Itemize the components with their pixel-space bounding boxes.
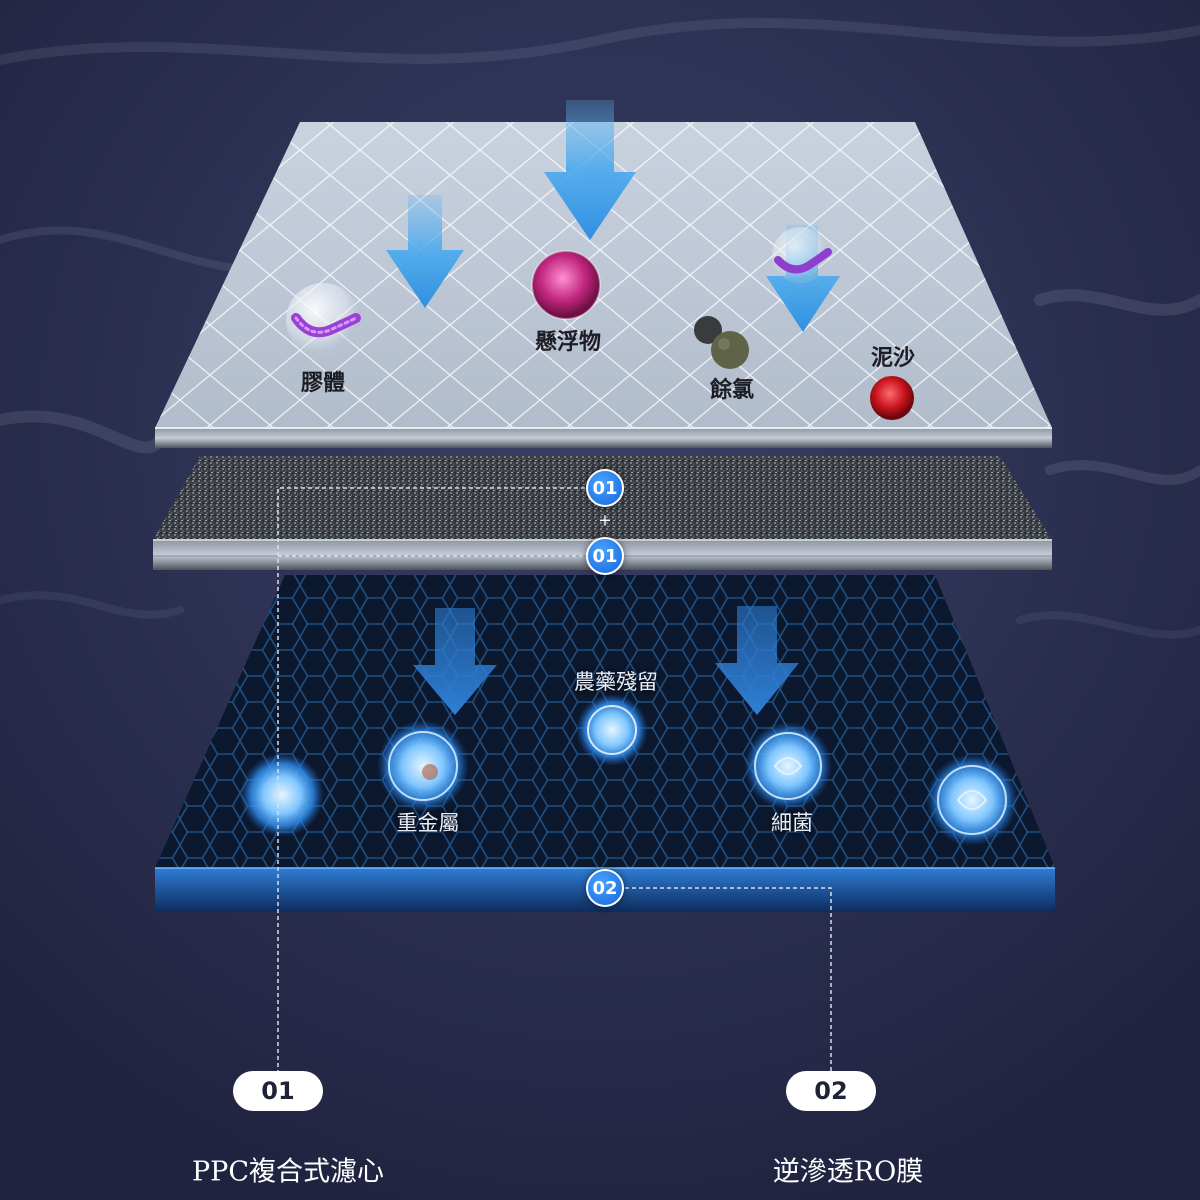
- colloid-worm-icon: [286, 283, 361, 357]
- smoke-wisps: [0, 18, 1200, 639]
- label-suspended-solids: 懸浮物: [534, 329, 602, 355]
- flow-arrows-bottom: [413, 606, 799, 715]
- legend-caption-ppc-filter: PPC複合式濾心: [192, 1156, 384, 1188]
- glowing-particles: [240, 694, 1018, 846]
- legend-number-02: 02: [786, 1071, 876, 1111]
- connector-line-01: [277, 487, 585, 1072]
- label-bacteria: 細菌: [771, 811, 813, 835]
- down-arrow-icon: [544, 100, 636, 240]
- down-arrow-icon: [413, 608, 497, 715]
- colloid-worm-small-icon: [772, 227, 832, 283]
- legend-number-01: 01: [233, 1071, 323, 1111]
- label-pesticide-residue: 農藥殘留: [574, 670, 658, 694]
- label-residual-chlorine: 餘氯: [709, 377, 755, 403]
- label-silt: 泥沙: [870, 345, 916, 371]
- legend-caption-ro-membrane: 逆滲透RO膜: [772, 1156, 924, 1188]
- layer-badge-02: 02: [586, 869, 624, 907]
- residual-chlorine-icon: [694, 316, 749, 369]
- label-heavy-metals: 重金屬: [396, 811, 460, 835]
- top-filter-layer: [155, 122, 1052, 448]
- plus-sign: +: [598, 510, 612, 530]
- layer-badge-01-bottom: 01: [586, 537, 624, 575]
- layer-badge-01-top: 01: [586, 469, 624, 507]
- down-arrow-icon: [386, 195, 464, 308]
- connector-line-02: [625, 887, 832, 1072]
- suspended-solid-icon: [531, 250, 601, 320]
- label-colloid: 膠體: [300, 370, 346, 396]
- silt-icon: [870, 376, 914, 420]
- down-arrow-icon: [715, 606, 799, 715]
- connector-lines: [277, 487, 832, 1072]
